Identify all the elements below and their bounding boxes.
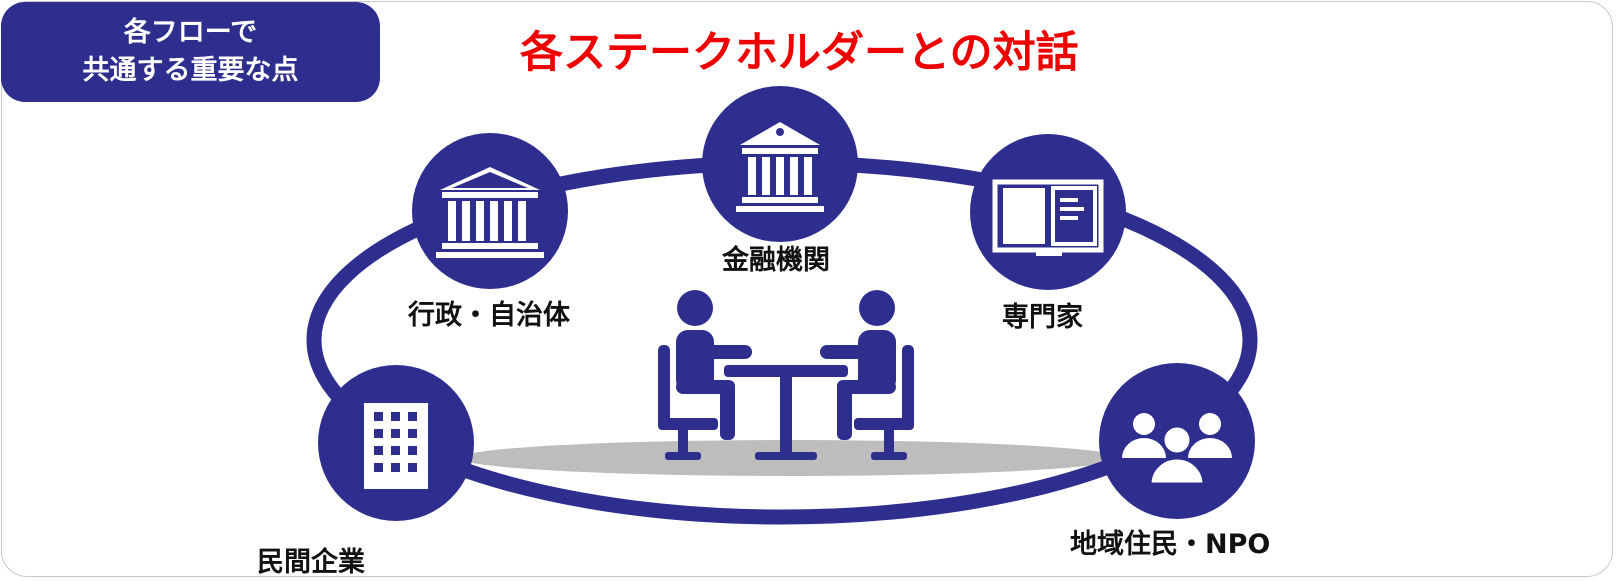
private-company-node: [318, 365, 474, 521]
government-building-icon: [436, 167, 544, 258]
stakeholder-label-expert: 専門家: [1002, 302, 1083, 333]
stakeholder-label-community: 地域住民・NPO: [1070, 529, 1271, 560]
badge-line-1: 各フローで: [123, 17, 258, 48]
expert-node: [970, 134, 1126, 290]
government-node: [412, 133, 568, 289]
community-group-icon: [1122, 413, 1232, 486]
bank-icon: [736, 122, 824, 212]
section-badge: 各フローで 共通する重要な点: [1, 2, 380, 102]
stakeholder-label-company: 民間企業: [257, 547, 365, 578]
diagram-title: 各ステークホルダーとの対話: [520, 28, 1079, 78]
community-node: [1099, 363, 1255, 519]
badge-line-2: 共通する重要な点: [82, 55, 299, 86]
office-building-icon: [364, 403, 428, 489]
stakeholder-label-bank: 金融機関: [722, 245, 830, 276]
two-people-meeting-icon: [658, 290, 914, 460]
open-book-icon: [992, 179, 1104, 256]
bank-node: [702, 86, 858, 242]
stakeholder-label-government: 行政・自治体: [408, 300, 570, 331]
